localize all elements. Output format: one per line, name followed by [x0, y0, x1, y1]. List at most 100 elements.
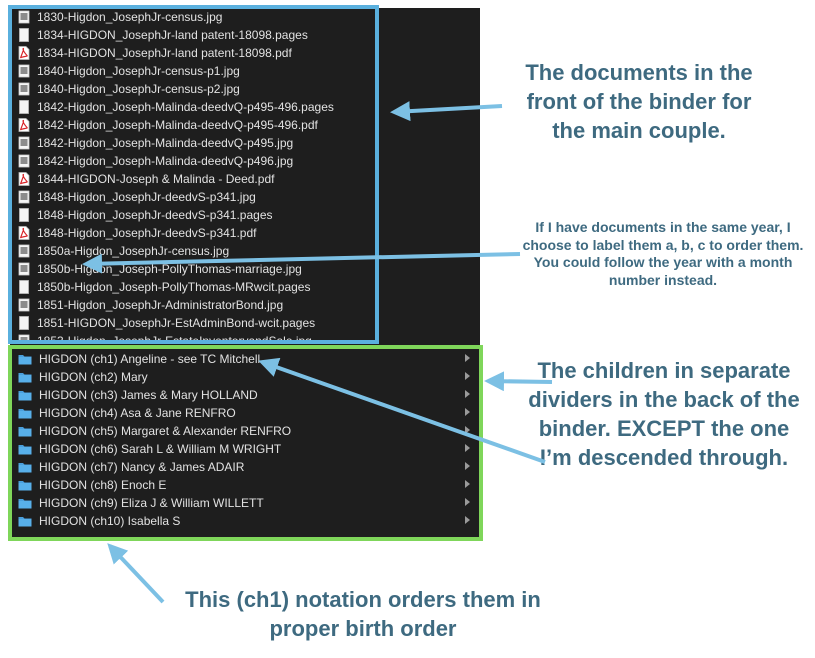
folder-row[interactable]: HIGDON (ch6) Sarah L & William M WRIGHT	[10, 440, 480, 458]
folder-row[interactable]: HIGDON (ch5) Margaret & Alexander RENFRO	[10, 422, 480, 440]
chevron-right-icon[interactable]	[465, 390, 470, 398]
folder-row[interactable]: HIGDON (ch1) Angeline - see TC Mitchell	[10, 350, 480, 368]
folder-name: HIGDON (ch10) Isabella S	[39, 514, 181, 528]
file-name: 1840-Higdon_JosephJr-census-p2.jpg	[37, 82, 240, 96]
file-name: 1842-Higdon_Joseph-Malinda-deedvQ-p495.j…	[37, 136, 294, 150]
file-name: 1848-Higdon_JosephJr-deedvS-p341.jpg	[37, 190, 256, 204]
image-file-icon	[18, 82, 30, 96]
file-row[interactable]: 1851-HIGDON_JosephJr-EstAdminBond-wcit.p…	[10, 314, 480, 332]
folder-name: HIGDON (ch3) James & Mary HOLLAND	[39, 388, 258, 402]
chevron-right-icon[interactable]	[465, 372, 470, 380]
file-name: 1840-Higdon_JosephJr-census-p1.jpg	[37, 64, 240, 78]
file-row[interactable]: 1842-Higdon_Joseph-Malinda-deedvQ-p496.j…	[10, 152, 480, 170]
file-row[interactable]: 1851-Higdon_JosephJr-AdministratorBond.j…	[10, 296, 480, 314]
folder-name: HIGDON (ch1) Angeline - see TC Mitchell	[39, 352, 261, 366]
folder-name: HIGDON (ch9) Eliza J & William WILLETT	[39, 496, 264, 510]
folder-icon	[18, 353, 32, 365]
arrow-to-ch1-folder	[258, 357, 546, 464]
file-name: 1834-HIGDON_JosephJr-land patent-18098.p…	[37, 28, 308, 42]
file-row[interactable]: 1830-Higdon_JosephJr-census.jpg	[10, 8, 480, 26]
folder-icon	[18, 515, 32, 527]
folder-icon	[18, 389, 32, 401]
file-name: 1848-Higdon_JosephJr-deedvS-p341.pages	[37, 208, 273, 222]
pdf-file-icon	[18, 118, 30, 132]
annotation-same-year-labeling: If I have documents in the same year, I …	[522, 219, 804, 288]
pages-file-icon	[18, 280, 30, 294]
file-name: 1853-Higdon_JosephJr-EstateInventoryandS…	[37, 334, 312, 344]
folder-icon	[18, 479, 32, 491]
folder-name: HIGDON (ch7) Nancy & James ADAIR	[39, 460, 245, 474]
file-list: 1830-Higdon_JosephJr-census.jpg 1834-HIGD…	[10, 8, 480, 344]
image-file-icon	[18, 10, 30, 24]
annotation-ch1-notation: This (ch1) notation orders them in prope…	[185, 587, 541, 641]
file-row[interactable]: 1848-Higdon_JosephJr-deedvS-p341.pages	[10, 206, 480, 224]
folder-icon	[18, 443, 32, 455]
folder-name: HIGDON (ch5) Margaret & Alexander RENFRO	[39, 424, 292, 438]
folder-name: HIGDON (ch6) Sarah L & William M WRIGHT	[39, 442, 282, 456]
folder-row[interactable]: HIGDON (ch9) Eliza J & William WILLETT	[10, 494, 480, 512]
chevron-right-icon[interactable]	[465, 444, 470, 452]
folder-icon	[18, 425, 32, 437]
arrow-to-1850a-file	[82, 252, 521, 274]
chevron-right-icon[interactable]	[465, 462, 470, 470]
file-row[interactable]: 1840-Higdon_JosephJr-census-p2.jpg	[10, 80, 480, 98]
folder-row[interactable]: HIGDON (ch2) Mary	[10, 368, 480, 386]
file-row[interactable]: 1848-Higdon_JosephJr-deedvS-p341.jpg	[10, 188, 480, 206]
file-row[interactable]: 1834-HIGDON_JosephJr-land patent-18098.p…	[10, 26, 480, 44]
folder-row[interactable]: HIGDON (ch4) Asa & Jane RENFRO	[10, 404, 480, 422]
chevron-right-icon[interactable]	[465, 516, 470, 524]
folder-icon	[18, 497, 32, 509]
pages-file-icon	[18, 28, 30, 42]
file-name: 1830-Higdon_JosephJr-census.jpg	[37, 10, 223, 24]
folder-row[interactable]: HIGDON (ch8) Enoch E	[10, 476, 480, 494]
pdf-file-icon	[18, 46, 30, 60]
chevron-right-icon[interactable]	[465, 480, 470, 488]
file-name: 1851-HIGDON_JosephJr-EstAdminBond-wcit.p…	[37, 316, 316, 330]
folder-icon	[18, 407, 32, 419]
file-row[interactable]: 1840-Higdon_JosephJr-census-p1.jpg	[10, 62, 480, 80]
arrow-to-ch1-notation	[107, 543, 165, 604]
chevron-right-icon[interactable]	[465, 498, 470, 506]
file-name: 1842-Higdon_Joseph-Malinda-deedvQ-p496.j…	[37, 154, 294, 168]
folder-name: HIGDON (ch8) Enoch E	[39, 478, 167, 492]
image-file-icon	[18, 298, 30, 312]
file-name: 1842-Higdon_Joseph-Malinda-deedvQ-p495-4…	[37, 118, 318, 132]
file-row[interactable]: 1842-Higdon_Joseph-Malinda-deedvQ-p495-4…	[10, 98, 480, 116]
file-row[interactable]: 1834-HIGDON_JosephJr-land patent-18098.p…	[10, 44, 480, 62]
image-file-icon	[18, 154, 30, 168]
image-file-icon	[18, 262, 30, 276]
file-row[interactable]: 1844-HIGDON-Joseph & Malinda - Deed.pdf	[10, 170, 480, 188]
chevron-right-icon[interactable]	[465, 426, 470, 434]
file-row[interactable]: 1850b-Higdon_Joseph-PollyThomas-MRwcit.p…	[10, 278, 480, 296]
image-file-icon	[18, 64, 30, 78]
folder-row[interactable]: HIGDON (ch7) Nancy & James ADAIR	[10, 458, 480, 476]
folder-row[interactable]: HIGDON (ch3) James & Mary HOLLAND	[10, 386, 480, 404]
finder-window: 1830-Higdon_JosephJr-census.jpg 1834-HIGD…	[10, 8, 480, 540]
pages-file-icon	[18, 316, 30, 330]
folder-row[interactable]: HIGDON (ch10) Isabella S	[10, 512, 480, 530]
annotation-front-of-binder: The documents in the front of the binder…	[525, 60, 753, 143]
pages-file-icon	[18, 100, 30, 114]
chevron-right-icon[interactable]	[465, 408, 470, 416]
pdf-file-icon	[18, 172, 30, 186]
file-name: 1844-HIGDON-Joseph & Malinda - Deed.pdf	[37, 172, 275, 186]
folder-name: HIGDON (ch2) Mary	[39, 370, 148, 384]
file-name: 1848-Higdon_JosephJr-deedvS-p341.pdf	[37, 226, 257, 240]
image-file-icon	[18, 190, 30, 204]
file-name: 1850b-Higdon_Joseph-PollyThomas-MRwcit.p…	[37, 280, 311, 294]
arrow-to-front-documents	[390, 101, 503, 122]
folder-icon	[18, 461, 32, 473]
file-name: 1842-Higdon_Joseph-Malinda-deedvQ-p495-4…	[37, 100, 334, 114]
pages-file-icon	[18, 208, 30, 222]
folder-name: HIGDON (ch4) Asa & Jane RENFRO	[39, 406, 236, 420]
file-name: 1851-Higdon_JosephJr-AdministratorBond.j…	[37, 298, 284, 312]
folder-icon	[18, 371, 32, 383]
file-row[interactable]: 1848-Higdon_JosephJr-deedvS-p341.pdf	[10, 224, 480, 242]
file-row[interactable]: 1842-Higdon_Joseph-Malinda-deedvQ-p495-4…	[10, 116, 480, 134]
chevron-right-icon[interactable]	[465, 354, 470, 362]
pdf-file-icon	[18, 226, 30, 240]
annotation-children-dividers: The children in separate dividers in the…	[528, 358, 800, 470]
file-row[interactable]: 1842-Higdon_Joseph-Malinda-deedvQ-p495.j…	[10, 134, 480, 152]
